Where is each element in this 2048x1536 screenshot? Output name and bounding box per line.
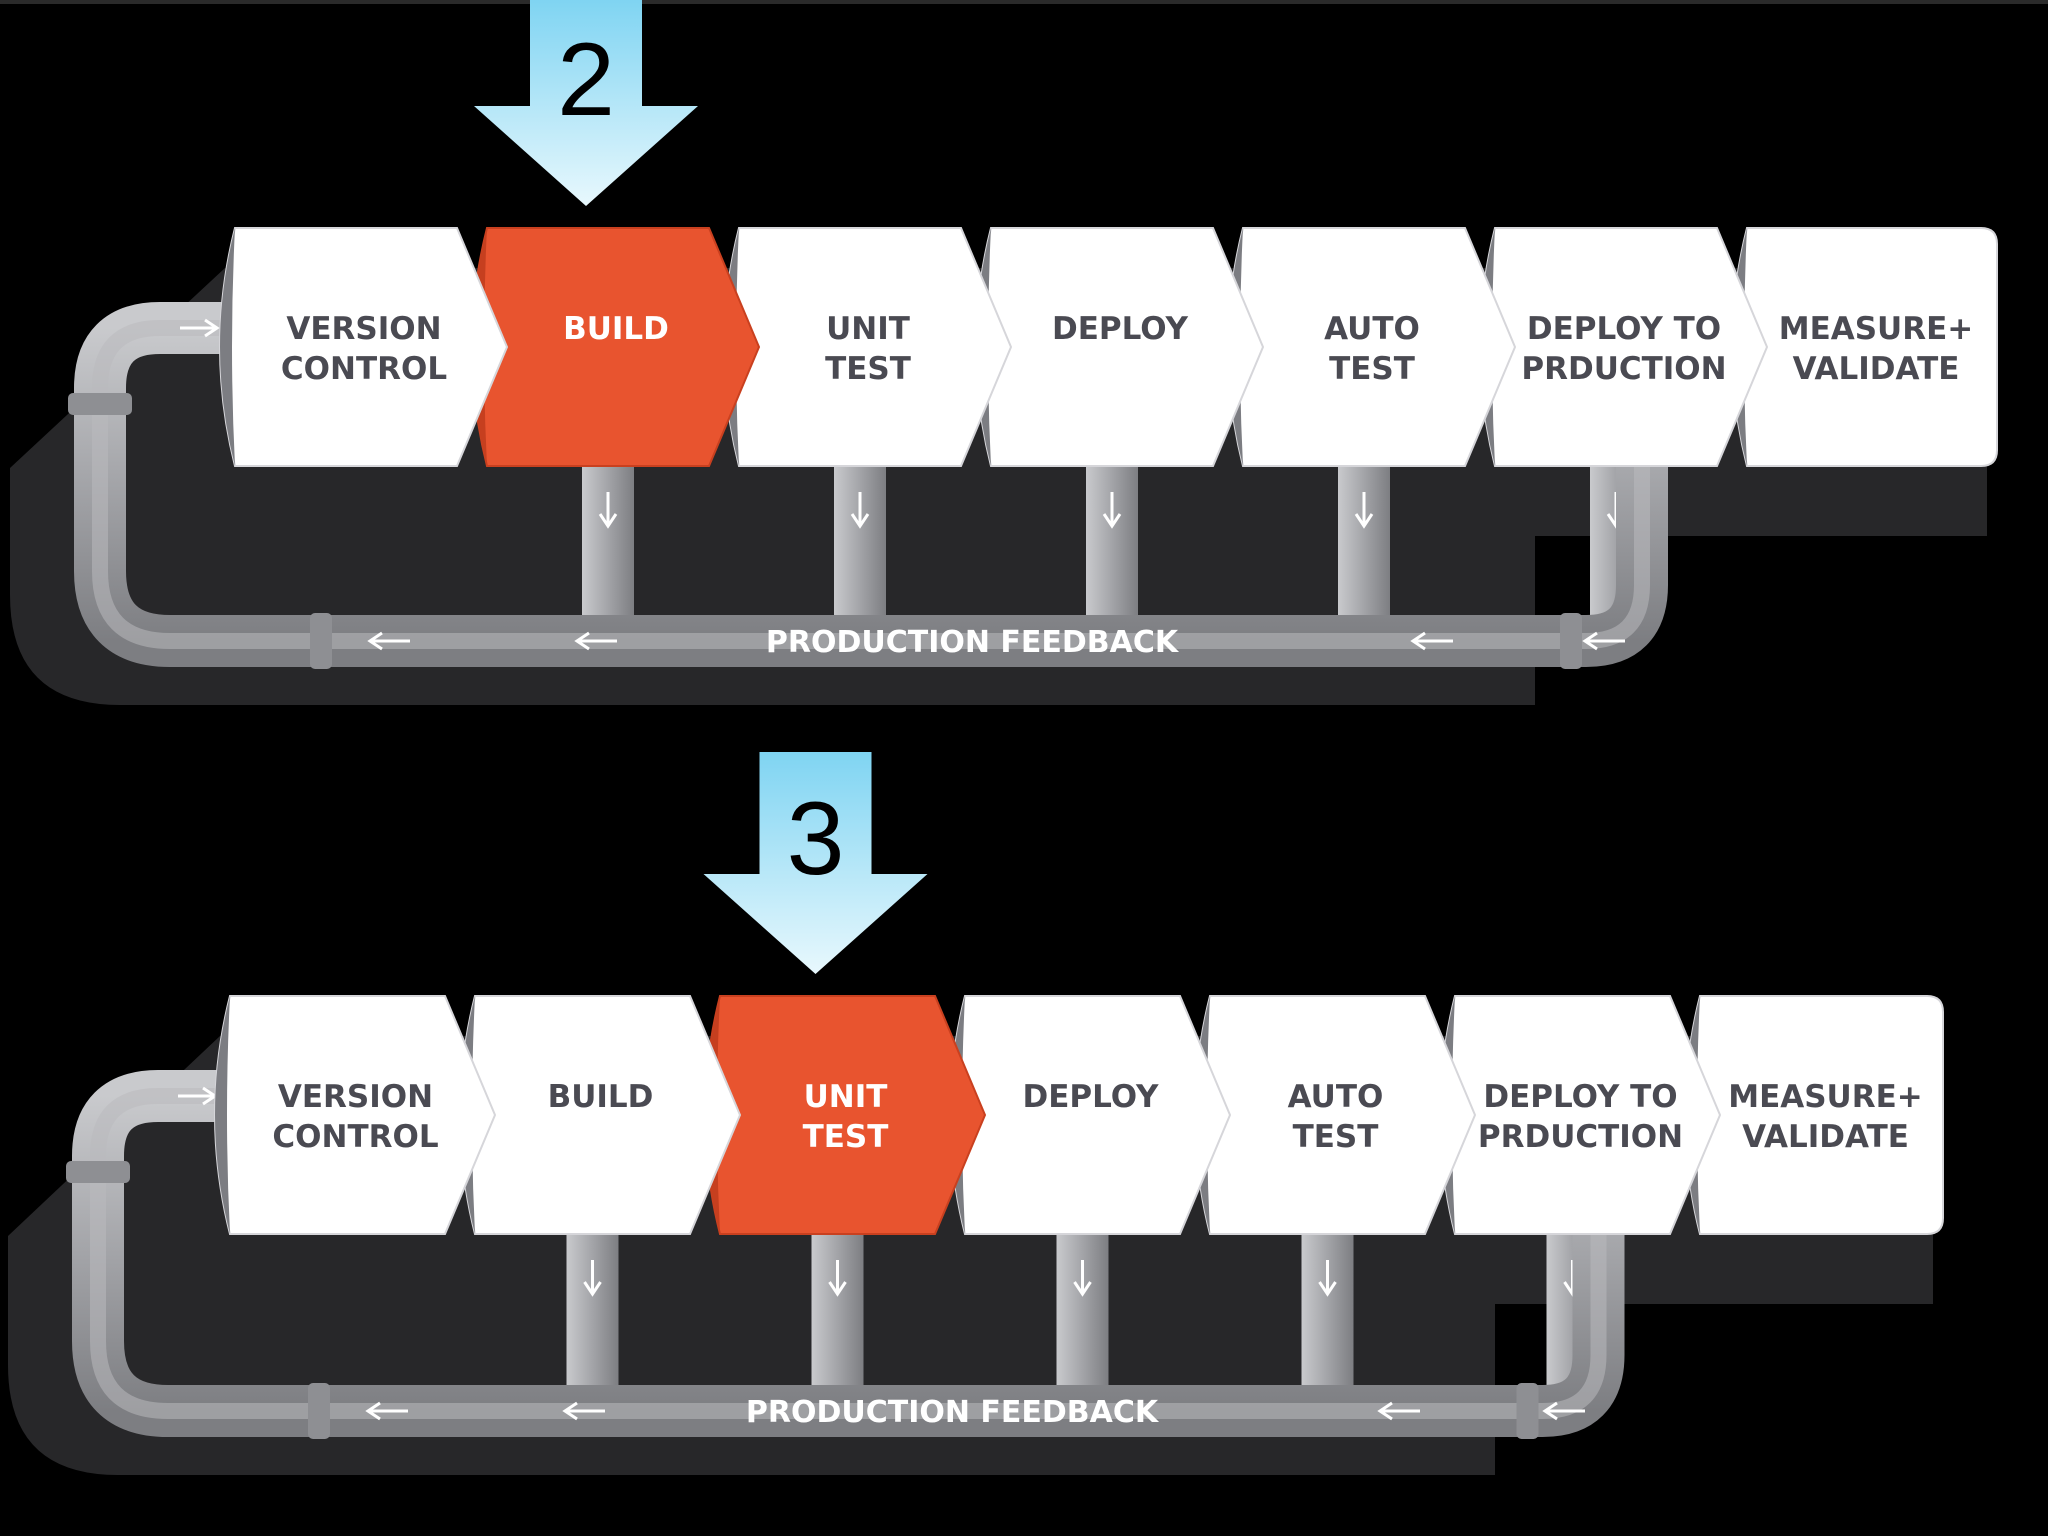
stage-label: BUILD xyxy=(548,1079,654,1115)
pipe-joint xyxy=(66,1161,130,1183)
step-number: 3 xyxy=(787,781,845,897)
pipe-joint xyxy=(1560,613,1582,669)
stage-label: DEPLOY xyxy=(1023,1079,1160,1115)
drop-pipe xyxy=(1056,1224,1109,1385)
top-border xyxy=(0,0,2048,4)
feedback-label: PRODUCTION FEEDBACK xyxy=(766,625,1180,660)
drop-pipe xyxy=(582,456,634,615)
down-arrow-icon xyxy=(1102,492,1122,529)
stage-label: DEPLOY TO xyxy=(1527,311,1721,347)
pipeline-diagram-build: PRODUCTION FEEDBACK MEASURE+ VALIDATE DEPLO… xyxy=(10,0,1998,705)
left-arrow-icon xyxy=(1410,631,1453,651)
stage-unit-test: UNIT TEST xyxy=(723,227,1013,467)
stage-version-control: VERSION CONTROL xyxy=(214,995,497,1235)
stage-version-control: VERSION CONTROL xyxy=(219,227,509,467)
stage-label: VERSION xyxy=(286,311,441,347)
drop-pipe xyxy=(1301,1224,1354,1385)
stage-label: MEASURE+ xyxy=(1779,311,1974,347)
down-arrow-icon xyxy=(474,0,698,206)
left-arrow-icon xyxy=(574,631,617,651)
left-arrow-icon xyxy=(367,631,410,651)
drop-pipe xyxy=(1086,456,1138,615)
pipe-joint xyxy=(308,1383,330,1439)
left-arrow-icon xyxy=(1377,1401,1420,1421)
down-arrow-icon xyxy=(1318,1260,1337,1297)
stage-label: DEPLOY TO xyxy=(1483,1079,1677,1115)
stage-auto-test: AUTO TEST xyxy=(1194,995,1477,1235)
stage-label: CONTROL xyxy=(272,1119,438,1155)
down-arrow-icon xyxy=(828,1260,847,1297)
stage-label: TEST xyxy=(803,1119,889,1155)
stage-label: TEST xyxy=(825,351,911,387)
step-marker-arrow: 3 xyxy=(703,752,928,974)
left-arrow-icon xyxy=(562,1401,605,1421)
stage-measure-validate: MEASURE+ VALIDATE xyxy=(1684,995,1944,1235)
stage-deploy: DEPLOY xyxy=(975,227,1265,467)
stage-measure-validate: MEASURE+ VALIDATE xyxy=(1731,227,1998,467)
down-arrow-icon xyxy=(703,752,928,974)
stage-label: AUTO xyxy=(1324,311,1420,347)
stage-label: VERSION xyxy=(278,1079,433,1115)
down-arrow-icon xyxy=(850,492,870,529)
stage-label: UNIT xyxy=(826,311,910,347)
stage-label: DEPLOY xyxy=(1052,311,1189,347)
down-arrow-icon xyxy=(583,1260,602,1297)
stage-label: PRDUCTION xyxy=(1478,1119,1683,1155)
drop-pipe xyxy=(834,456,886,615)
pipe-joint xyxy=(68,393,132,415)
stage-deploy-to-prduction: DEPLOY TO PRDUCTION xyxy=(1479,227,1769,467)
drop-pipe xyxy=(811,1224,864,1385)
down-arrow-icon xyxy=(1073,1260,1092,1297)
step-marker-arrow: 2 xyxy=(474,0,698,206)
stage-label: VALIDATE xyxy=(1793,351,1960,387)
stage-label: MEASURE+ xyxy=(1728,1079,1923,1115)
left-arrow-icon xyxy=(1542,1401,1585,1421)
left-arrow-icon xyxy=(365,1401,408,1421)
down-arrow-icon xyxy=(1354,492,1374,529)
stage-label: PRDUCTION xyxy=(1521,351,1726,387)
pipeline-diagram-unit-test: PRODUCTION FEEDBACK MEASURE+ VALIDATE DEPLO… xyxy=(8,752,1944,1475)
stage-label: AUTO xyxy=(1288,1079,1384,1115)
down-arrow-icon xyxy=(598,492,618,529)
stage-deploy-to-prduction: DEPLOY TO PRDUCTION xyxy=(1439,995,1722,1235)
right-arrow-icon xyxy=(180,318,220,338)
left-arrow-icon xyxy=(1582,631,1625,651)
cylinder-edge xyxy=(215,996,230,1234)
stage-unit-test: UNIT TEST xyxy=(704,995,987,1235)
pipe-joint xyxy=(1516,1383,1539,1439)
stage-label: UNIT xyxy=(804,1079,888,1115)
drop-pipe xyxy=(1338,456,1390,615)
pipe-joint xyxy=(310,613,332,669)
stage-deploy: DEPLOY xyxy=(949,995,1232,1235)
stage-label: CONTROL xyxy=(281,351,447,387)
stage-label: VALIDATE xyxy=(1742,1119,1909,1155)
stage-build: BUILD xyxy=(471,227,761,467)
stage-auto-test: AUTO TEST xyxy=(1227,227,1517,467)
stage-label: TEST xyxy=(1329,351,1415,387)
feedback-label: PRODUCTION FEEDBACK xyxy=(746,1395,1160,1430)
cylinder-edge xyxy=(220,228,235,466)
stage-label: TEST xyxy=(1293,1119,1379,1155)
stage-label: BUILD xyxy=(563,311,669,347)
drop-pipe xyxy=(566,1224,619,1385)
stage-build: BUILD xyxy=(459,995,742,1235)
step-number: 2 xyxy=(557,22,615,138)
